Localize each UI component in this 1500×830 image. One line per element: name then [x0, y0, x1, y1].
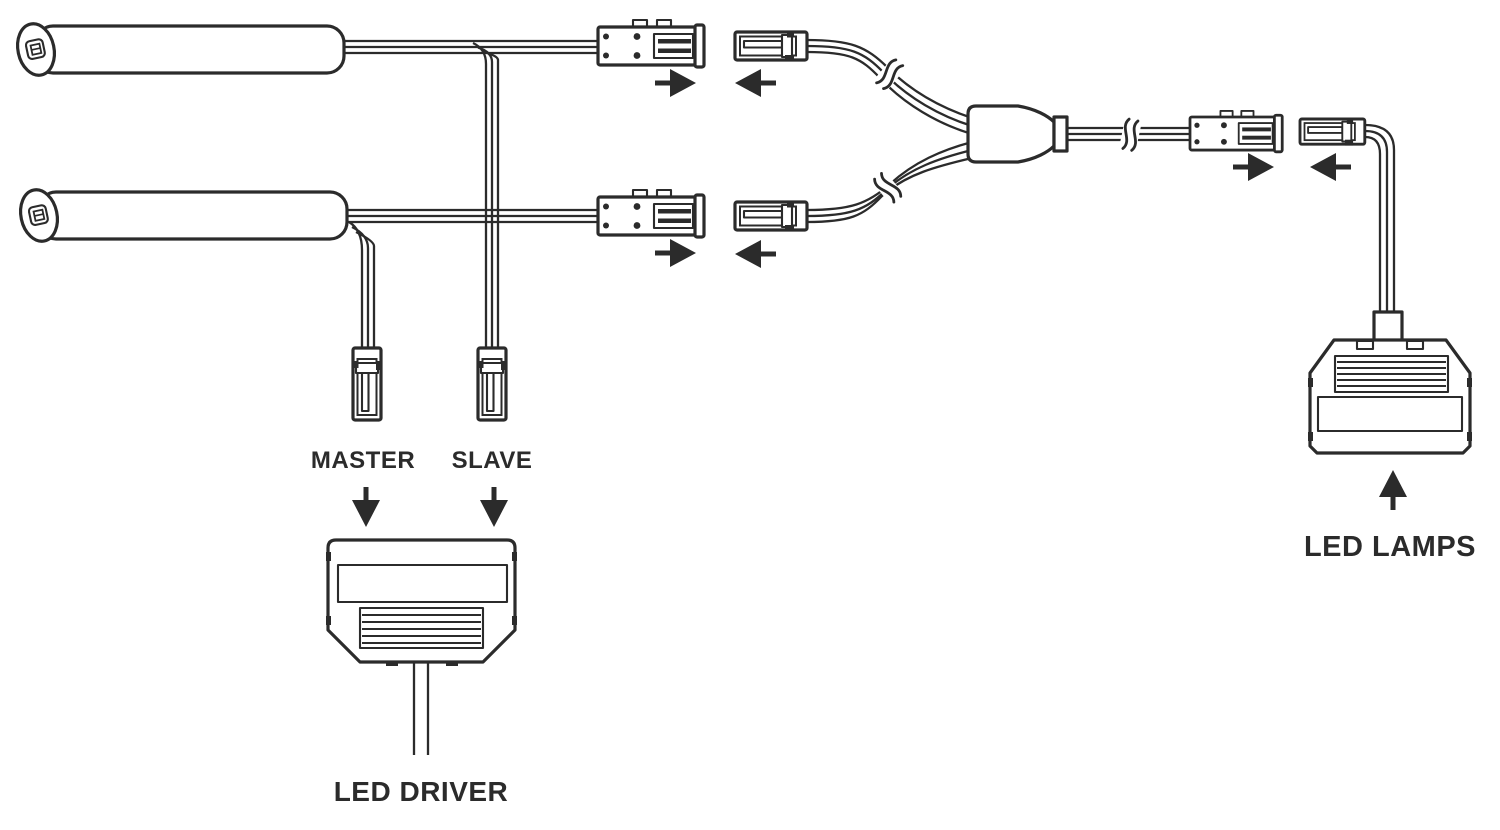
arrow-down-slave-icon — [480, 487, 508, 527]
driver-vent-ribs — [358, 606, 485, 650]
female-connector-bottom — [733, 200, 809, 234]
male-connector-bottom — [596, 188, 706, 239]
arrow-up-lamp-icon — [1379, 470, 1407, 510]
arrow-left-top-icon — [735, 69, 776, 97]
arrow-left-lamp-icon — [1310, 153, 1351, 181]
driver-label-window — [336, 563, 509, 604]
arrow-right-bottom-icon — [655, 239, 696, 267]
male-connector-top — [596, 18, 706, 69]
female-connector-top — [733, 30, 809, 64]
lamp-heatsink-ribs — [1333, 354, 1450, 394]
y-splitter-body — [966, 104, 1069, 164]
cable-master-vertical — [348, 221, 376, 348]
sensor-unit-top — [11, 18, 346, 81]
cable-break-output — [1117, 115, 1144, 154]
cable-top-horizontal — [342, 39, 598, 55]
label-master: MASTER — [311, 447, 415, 474]
lamp-diffuser-window — [1316, 395, 1464, 433]
cable-bottom-horizontal — [346, 208, 598, 224]
driver-mains-cable — [412, 662, 430, 755]
arrow-right-top-icon — [655, 69, 696, 97]
arrow-left-bottom-icon — [735, 240, 776, 268]
slave-plug — [476, 346, 510, 422]
arrow-down-master-icon — [352, 487, 380, 527]
master-plug — [351, 346, 385, 422]
cable-slave-vertical — [472, 41, 500, 348]
arrow-right-splitter-icon — [1233, 153, 1274, 181]
label-slave: SLAVE — [452, 447, 533, 474]
label-led-driver: LED DRIVER — [334, 776, 509, 807]
led-driver — [326, 487, 517, 755]
led-lamp — [1308, 310, 1472, 510]
lamp-cable-stub — [1372, 310, 1404, 344]
male-connector-right — [1188, 109, 1284, 154]
label-led-lamps: LED LAMPS — [1304, 531, 1476, 563]
female-connector-right — [1298, 117, 1367, 147]
sensor-unit-bottom — [14, 184, 349, 247]
cable-lamp-drop — [1364, 123, 1396, 316]
